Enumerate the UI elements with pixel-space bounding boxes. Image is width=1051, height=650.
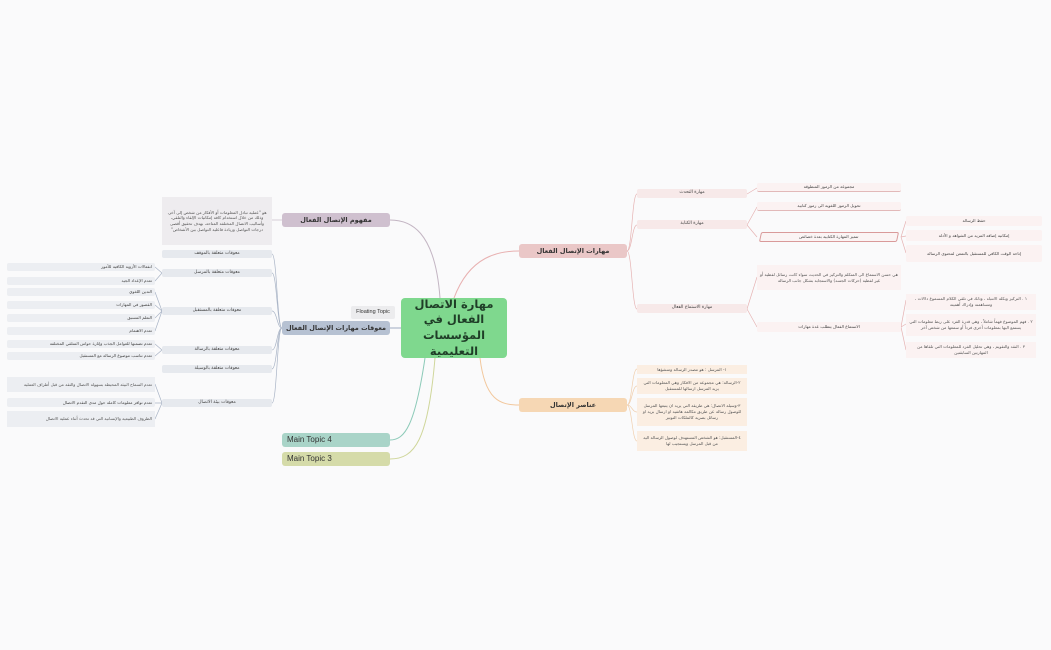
subtopic-listening[interactable]: مهارة الاستماع الفعال (637, 304, 747, 313)
listening-skill-1[interactable]: ١ . التركيز وبكلة الانتباه ، وذلك في تلق… (906, 294, 1036, 310)
element-medium[interactable]: ٣-وسيلة الاتصال: هي طريقة التي يريد ان ي… (637, 398, 747, 426)
obstacle-medium[interactable]: معوقات متعلقة بالوسيلة (162, 365, 272, 373)
listening-detail[interactable]: الاستماع الفعال يتطلب عدة مهارات (757, 322, 901, 332)
message-obstacle-2[interactable]: تعدم تناسب موضوع الرسالة مع المستقبل (7, 352, 155, 360)
main-topic-skills[interactable]: مهارات الإتصال الفعال (519, 244, 627, 258)
branch-curve-skills (453, 250, 520, 299)
concept-definition[interactable]: هو "عملية تبادل المعلومات أو الأفكار من … (162, 197, 272, 245)
floating-topic[interactable]: Floating Topic (351, 306, 395, 319)
main-topic-elements-label: عناصر الإتصال (549, 400, 597, 409)
obstacle-environment[interactable]: معوقات بيئة الاتصال (162, 399, 272, 407)
main-topic-concept-label: مفهوم الإتصال الفعال (300, 215, 372, 224)
branch-curve-concept (389, 219, 441, 299)
message-obstacle-1[interactable]: تعدم تضمنها للعوامل الجذب وإثارة حواس ال… (7, 340, 155, 348)
listening-skill-3[interactable]: ٣ . النقد والتقويم ، وهي تحليل الفرد للم… (906, 342, 1036, 358)
obstacle-situation[interactable]: معوقات متعلقة بالموقف (162, 250, 272, 258)
environment-obstacle-3[interactable]: الظروف الطبيعية والإنسانية التي قد تحدث … (7, 411, 155, 427)
receiver-obstacle-3[interactable]: التعلم المسبق (7, 314, 155, 322)
environment-obstacle-2[interactable]: تعدم توافر معلومات كاملة حول مدى التقدم … (7, 398, 155, 407)
listening-skill-2[interactable]: ٢ . فهم الموضوع فهماً شاملاً ، وهي قدرة … (906, 314, 1036, 336)
receiver-obstacle-2[interactable]: القصور في المهارات (7, 301, 155, 309)
element-sender[interactable]: ١- المرسل : هو مصدر الرسالة ومنشؤها (637, 365, 747, 374)
floating-topic-label: Floating Topic (356, 308, 390, 315)
writing-detail-2[interactable]: تتميز المهارة الكتابية بعدة خصائص (758, 232, 900, 242)
subtopic-writing[interactable]: مهارة الكتابة (637, 220, 747, 229)
branch-curve-elements (479, 357, 520, 406)
branch-curve-topic3 (389, 357, 436, 460)
speaking-detail[interactable]: مجموعة من الرموز المنطوقة (757, 183, 901, 192)
main-topic-concept[interactable]: مفهوم الإتصال الفعال (282, 213, 390, 227)
listening-definition[interactable]: هي حسن الاستماع الى المتكلم والتركيز في … (757, 265, 901, 290)
main-topic-obstacles[interactable]: معوقات مهارات الإتصال الفعال (282, 321, 390, 335)
receiver-obstacle-4[interactable]: تعدم الاهتمام (7, 327, 155, 335)
writing-detail-2-text: تتميز المهارة الكتابية بعدة خصائص (799, 234, 859, 240)
environment-obstacle-1[interactable]: تعدم السماح البيئة المحيطة بسهولة الاتصا… (7, 377, 155, 392)
sender-obstacle-2[interactable]: تعدم الإعداد الجيد (7, 277, 155, 285)
main-topic-3[interactable]: Main Topic 3 (282, 452, 390, 466)
main-topic-skills-label: مهارات الإتصال الفعال (536, 246, 610, 255)
element-receiver[interactable]: ٤-المستقبل: هو الشخص المستهدف لوصول الرس… (637, 431, 747, 451)
subtopic-speaking[interactable]: مهارة التحدث (637, 189, 747, 198)
main-topic-4[interactable]: Main Topic 4 (282, 433, 390, 447)
central-topic[interactable]: مهارة الاتصال الفعال في المؤسسات التعليم… (401, 296, 507, 358)
sender-obstacle-1[interactable]: انفعالات الأزوية الكافية للأمور (7, 263, 155, 271)
central-topic-label: مهارة الاتصال الفعال في المؤسسات التعليم… (414, 296, 494, 358)
main-topic-elements[interactable]: عناصر الإتصال (519, 398, 627, 412)
receiver-obstacle-1[interactable]: التدين اللغوي (7, 288, 155, 296)
main-topic-obstacles-label: معوقات مهارات الإتصال الفعال (285, 323, 387, 332)
main-topic-4-label: Main Topic 4 (287, 434, 332, 444)
writing-trait-3[interactable]: إتاحة الوقت الكافي للمستقبل بالتمعن لمحت… (906, 245, 1042, 262)
branch-curve-topic4 (389, 357, 426, 441)
main-topic-3-label: Main Topic 3 (287, 453, 332, 463)
writing-trait-2[interactable]: إمكانية إضافة المزيد من الشواهد و الأدلة (906, 230, 1042, 241)
writing-trait-1[interactable]: حفظ الرسالة (906, 216, 1042, 226)
obstacle-receiver[interactable]: معوقات متعلقة بالمستقبل (162, 307, 272, 315)
element-message[interactable]: ٢-الرسالة: هي مجموعة من الافكار وهي المع… (637, 378, 747, 394)
obstacle-message[interactable]: معوقات متعلقة بالرسالة (162, 346, 272, 354)
obstacle-sender[interactable]: معوقات متعلقة بالمرسل (162, 269, 272, 277)
writing-detail-1[interactable]: تحويل الرموز اللغوية الى رموز كتابية (757, 202, 901, 211)
